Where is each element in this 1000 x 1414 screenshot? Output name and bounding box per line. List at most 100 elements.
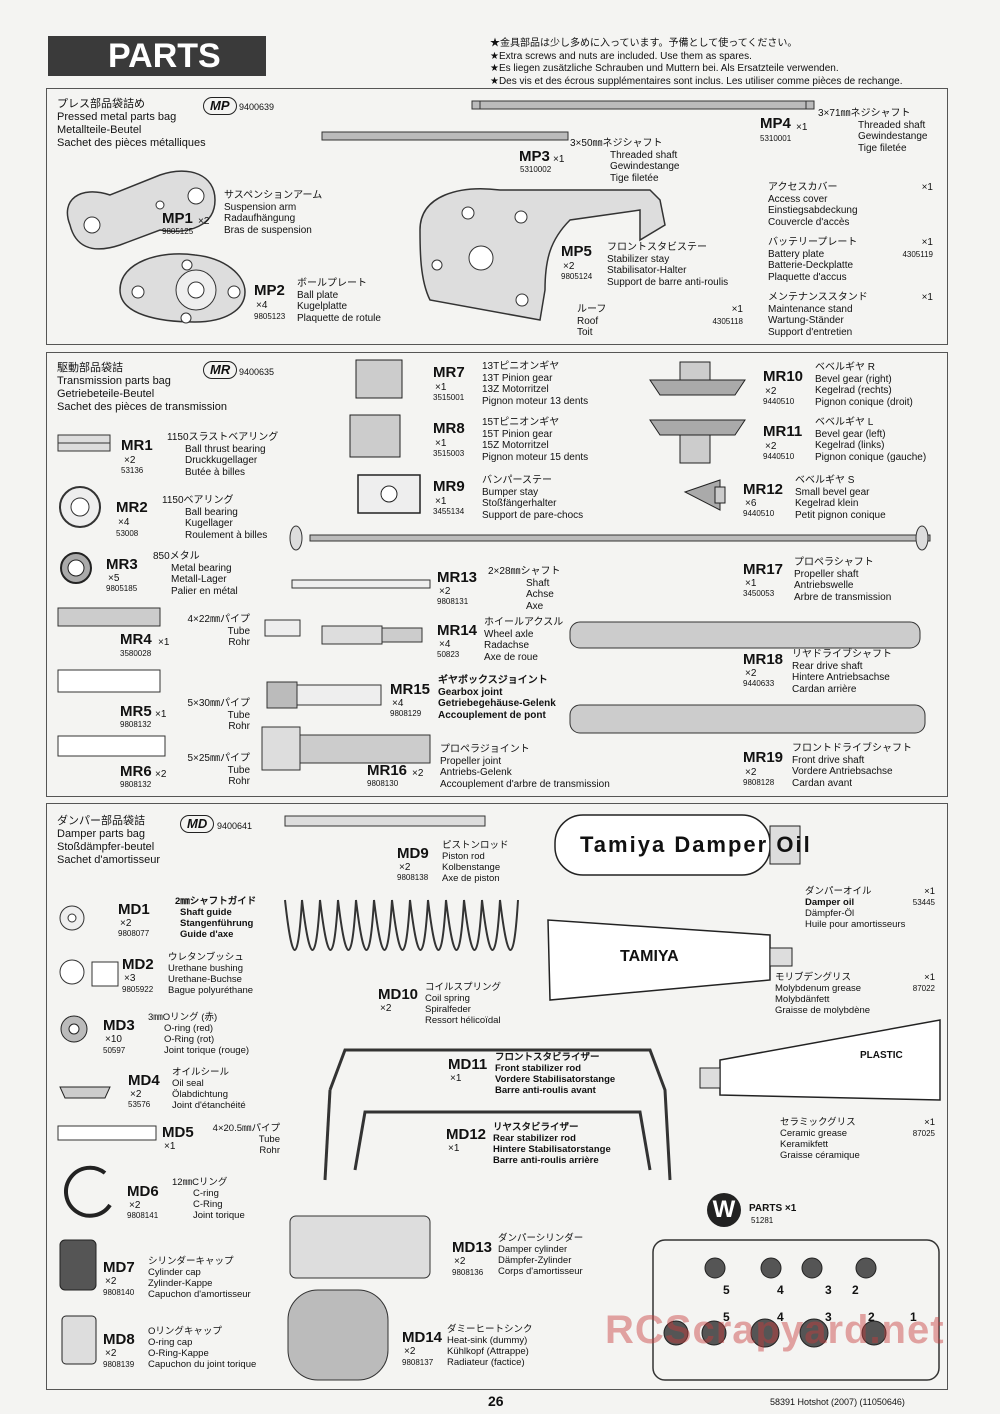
roof-fr: Toit (577, 327, 593, 338)
md14-de: Kühlkopf (Attrappe) (447, 1346, 529, 1357)
fluid2-qty: ×1 (924, 1117, 935, 1128)
mp2-jp: ボールプレート (297, 278, 367, 289)
ceramic-tube-label: PLASTIC (860, 1050, 903, 1061)
md8-desc: Oリングキャップ O-ring cap O-Ring-Kappe Capucho… (148, 1326, 256, 1370)
md1-qty: ×2 (120, 918, 132, 929)
md4-en: Oil seal (172, 1078, 204, 1089)
mr13-id: MR13 (437, 569, 478, 586)
md1-jp: 2㎜シャフトガイド (175, 896, 257, 907)
mp-bag-en: Pressed metal parts bag (57, 111, 177, 123)
mp4-id: MP4 (760, 115, 791, 132)
acc0-qty: ×1 (921, 182, 933, 193)
mr9-id: MR9 (433, 478, 465, 495)
mr2-qty: ×4 (118, 517, 130, 528)
mr12-desc: ベベルギヤ S Small bevel gear Kegelrad klein … (795, 475, 886, 521)
mr13-qty: ×2 (439, 586, 451, 597)
mr18-pn: 9440633 (743, 679, 775, 688)
mp5-en: Stabilizer stay (607, 253, 670, 265)
md11-fr: Barre anti-roulis avant (495, 1085, 596, 1096)
mp5-jp: フロントスタビステー (607, 242, 707, 253)
mr14-desc: ホイールアクスル Wheel axle Radachse Axe de roue (484, 617, 563, 663)
mr16-desc: プロペラジョイント Propeller joint Antriebs-Gelen… (440, 744, 610, 790)
md2-id: MD2 (122, 956, 154, 973)
mr3-desc: 850メタル Metal bearing Metall-Lager Palier… (153, 551, 238, 597)
mp5-de: Stabilisator-Halter (607, 265, 687, 276)
mr13-de: Achse (526, 589, 554, 600)
md9-pn: 9808138 (397, 873, 429, 882)
mr-bag-jp: 駆動部品袋詰 (57, 362, 123, 374)
fluid2-en: Ceramic grease (780, 1128, 848, 1139)
md11-en: Front stabilizer rod (495, 1063, 582, 1074)
mr4-pn: 3580028 (120, 649, 152, 658)
mr19-en: Front drive shaft (792, 754, 865, 766)
mr2-fr: Roulement à billes (185, 529, 268, 541)
mr4-qty: ×1 (158, 637, 170, 648)
mr1-qty: ×2 (124, 455, 136, 466)
mr14-jp: ホイールアクスル (484, 617, 564, 628)
md3-jp: 3㎜Oリング (赤) (148, 1012, 218, 1023)
md2-fr: Bague polyuréthane (168, 985, 254, 996)
mr2-id: MR2 (116, 499, 148, 516)
mp3-de: Gewindestange (610, 161, 680, 172)
md6-de: C-Ring (193, 1199, 223, 1210)
mr6-id: MR6 (120, 763, 152, 780)
md9-jp: ピストンロッド (442, 840, 509, 851)
md5-desc: 4×20.5㎜パイプ Tube Rohr (205, 1123, 280, 1156)
md8-en: O-ring cap (148, 1337, 193, 1348)
mr7-qty: ×1 (435, 382, 447, 393)
mr4-de: Rohr (228, 637, 250, 648)
mr9-en: Bumper stay (482, 486, 539, 498)
mr18-fr: Cardan arrière (792, 683, 857, 695)
mp1-de: Radaufhängung (224, 213, 296, 224)
md-bag-en: Damper parts bag (57, 828, 146, 840)
mr14-de: Radachse (484, 640, 530, 651)
mp5-fr: Support de barre anti-roulis (607, 276, 729, 288)
mr18-jp: リヤドライブシャフト (792, 649, 892, 660)
mr11-en: Bevel gear (left) (815, 428, 886, 440)
md7-jp: シリンダーキャップ (148, 1256, 234, 1267)
acc1-qty: ×1 (921, 237, 933, 248)
md-bag-de: Stoßdämpfer-beutel (57, 841, 155, 853)
fluid0-qty: ×1 (924, 886, 935, 897)
md-badge: MD (180, 815, 215, 833)
md6-jp: 12㎜Cリング (172, 1177, 228, 1188)
mr7-en: 13T Pinion gear (482, 372, 553, 384)
acc1-pn: 4305119 (902, 249, 933, 259)
w-num-5: 5 (723, 1310, 730, 1324)
mr8-en: 15T Pinion gear (482, 428, 553, 440)
mr-bag-de: Getriebeteile-Beutel (57, 388, 155, 400)
mr14-fr: Axe de roue (484, 651, 538, 663)
acc2-jp: メンテナンススタンド (768, 292, 868, 303)
md12-id: MD12 (446, 1126, 487, 1143)
acc0-de: Einstiegsabdeckung (768, 205, 858, 216)
watermark: RCScrapyard.net (605, 1308, 945, 1352)
mr7-de: 13Z Motorritzel (482, 384, 549, 395)
mr15-desc: ギヤボックスジョイント Gearbox joint Getriebegehäus… (438, 675, 556, 721)
fluid1-pn: 87022 (912, 984, 935, 993)
mr1-id: MR1 (121, 437, 153, 454)
fluid1-jp: モリブデングリス (775, 972, 852, 983)
mr17-en: Propeller shaft (794, 568, 859, 580)
md1-pn: 9808077 (118, 929, 150, 938)
md12-desc: リヤスタビライザー Rear stabilizer rod Hintere St… (493, 1122, 611, 1166)
mp5-id: MP5 (561, 243, 592, 260)
mr4-id: MR4 (120, 631, 152, 648)
w-num-4: 2 (852, 1283, 859, 1297)
mr10-qty: ×2 (765, 386, 777, 397)
mr5-de: Rohr (228, 721, 250, 732)
mp2-id: MP2 (254, 282, 285, 299)
md-bag-fr: Sachet d'amortisseur (57, 854, 160, 866)
md14-jp: ダミーヒートシンク (447, 1324, 533, 1335)
md10-qty: ×2 (380, 1003, 392, 1014)
md14-en: Heat-sink (dummy) (447, 1335, 528, 1346)
mr11-desc: ベベルギヤ L Bevel gear (left) Kegelrad (link… (815, 417, 926, 463)
mr3-jp: 850メタル (153, 551, 200, 562)
mr-bag-en: Transmission parts bag (57, 375, 171, 387)
mp4-qty: ×1 (796, 122, 808, 133)
mr3-qty: ×5 (108, 573, 120, 584)
mr6-qty: ×2 (155, 769, 167, 780)
md12-jp: リヤスタビライザー (493, 1122, 579, 1133)
mr7-fr: Pignon moteur 13 dents (482, 395, 589, 407)
